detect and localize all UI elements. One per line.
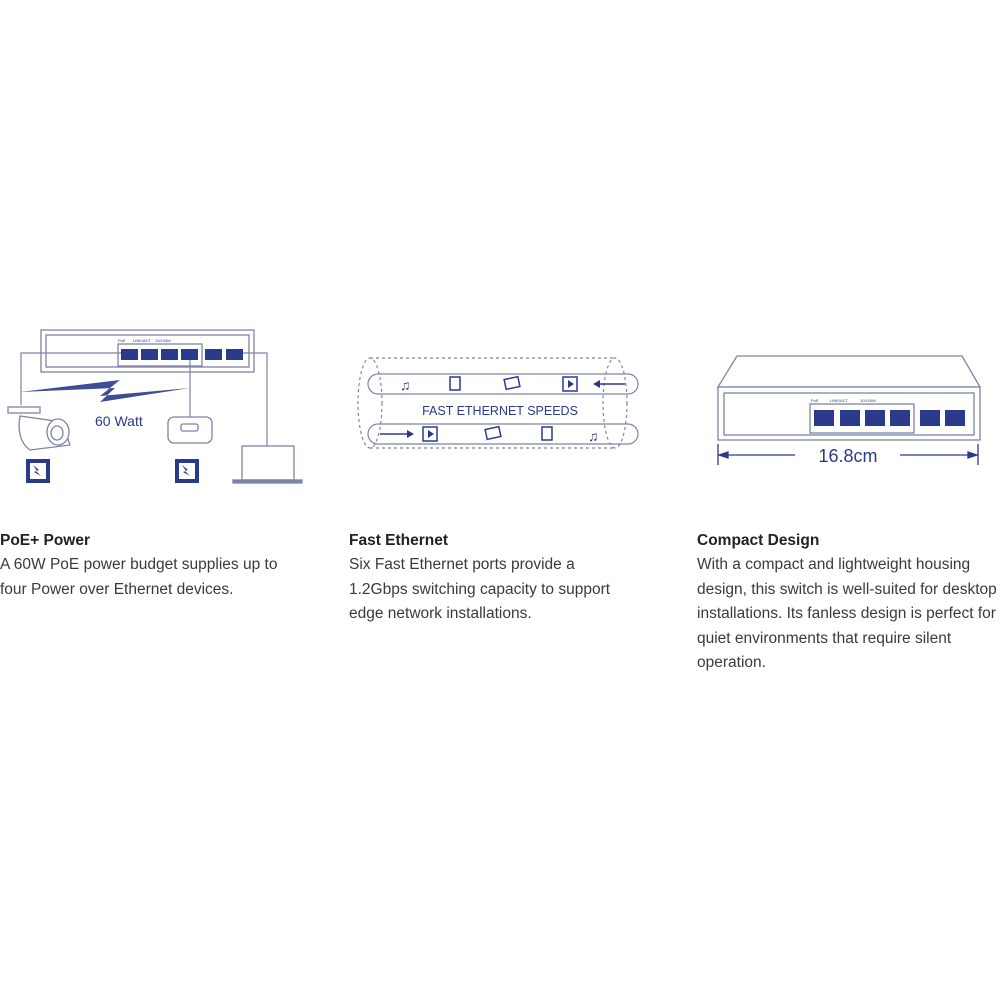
music-icon: ♫ — [400, 377, 411, 393]
feature-description: Six Fast Ethernet ports provide a 1.2Gbp… — [349, 556, 611, 622]
poe-illustration: PoE LINK/ACT 10/100M 60 Watt — [7, 329, 303, 484]
dome-camera-icon — [167, 416, 213, 444]
feature-description: With a compact and lightweight housing d… — [697, 556, 997, 671]
poe-led-label: PoE — [811, 398, 819, 403]
music-icon: ♫ — [588, 428, 599, 444]
fast-ethernet-illustration: ♫ FAST ETHERNET SPEEDS ♫ — [357, 357, 639, 449]
switch-icon — [716, 355, 982, 441]
compact-illustration: PoE LINK/ACT 10/100M 16.8cm — [716, 355, 982, 466]
dimension-label: 16.8cm — [818, 446, 877, 466]
power-label: 60 Watt — [95, 413, 143, 429]
link-led-label: LINK/ACT — [830, 398, 849, 403]
poe-plus-icon — [175, 459, 199, 483]
speed-led-label: 10/100M — [155, 338, 171, 343]
svg-text:♫: ♫ — [400, 377, 411, 393]
video-icon — [422, 426, 438, 442]
poe-plus-icon — [26, 459, 50, 483]
svg-text:♫: ♫ — [588, 428, 599, 444]
document-icon — [449, 376, 461, 391]
image-icon — [484, 425, 502, 441]
feature-description: A 60W PoE power budget supplies up to fo… — [0, 556, 278, 598]
feature-title: Compact Design — [697, 532, 820, 549]
dimension-arrow — [716, 444, 980, 465]
link-led-label: LINK/ACT — [133, 338, 152, 343]
poe-led-label: PoE — [118, 338, 126, 343]
speed-banner: FAST ETHERNET SPEEDS — [422, 404, 578, 418]
port-icons — [814, 410, 965, 426]
bullet-camera-icon — [7, 406, 71, 451]
port-icons — [121, 349, 243, 360]
feature-compact-design: Compact Design With a compact and lightw… — [697, 529, 1000, 676]
laptop-icon — [232, 445, 303, 484]
feature-poe: PoE+ Power A 60W PoE power budget suppli… — [0, 529, 305, 602]
speed-led-label: 10/100M — [860, 398, 876, 403]
video-icon — [562, 376, 578, 392]
lightning-icon — [20, 380, 190, 402]
feature-fast-ethernet: Fast Ethernet Six Fast Ethernet ports pr… — [349, 529, 654, 627]
image-icon — [503, 375, 521, 391]
document-icon — [541, 426, 553, 441]
feature-title: Fast Ethernet — [349, 532, 449, 549]
feature-title: PoE+ Power — [0, 532, 91, 549]
switch-icon — [40, 329, 255, 373]
